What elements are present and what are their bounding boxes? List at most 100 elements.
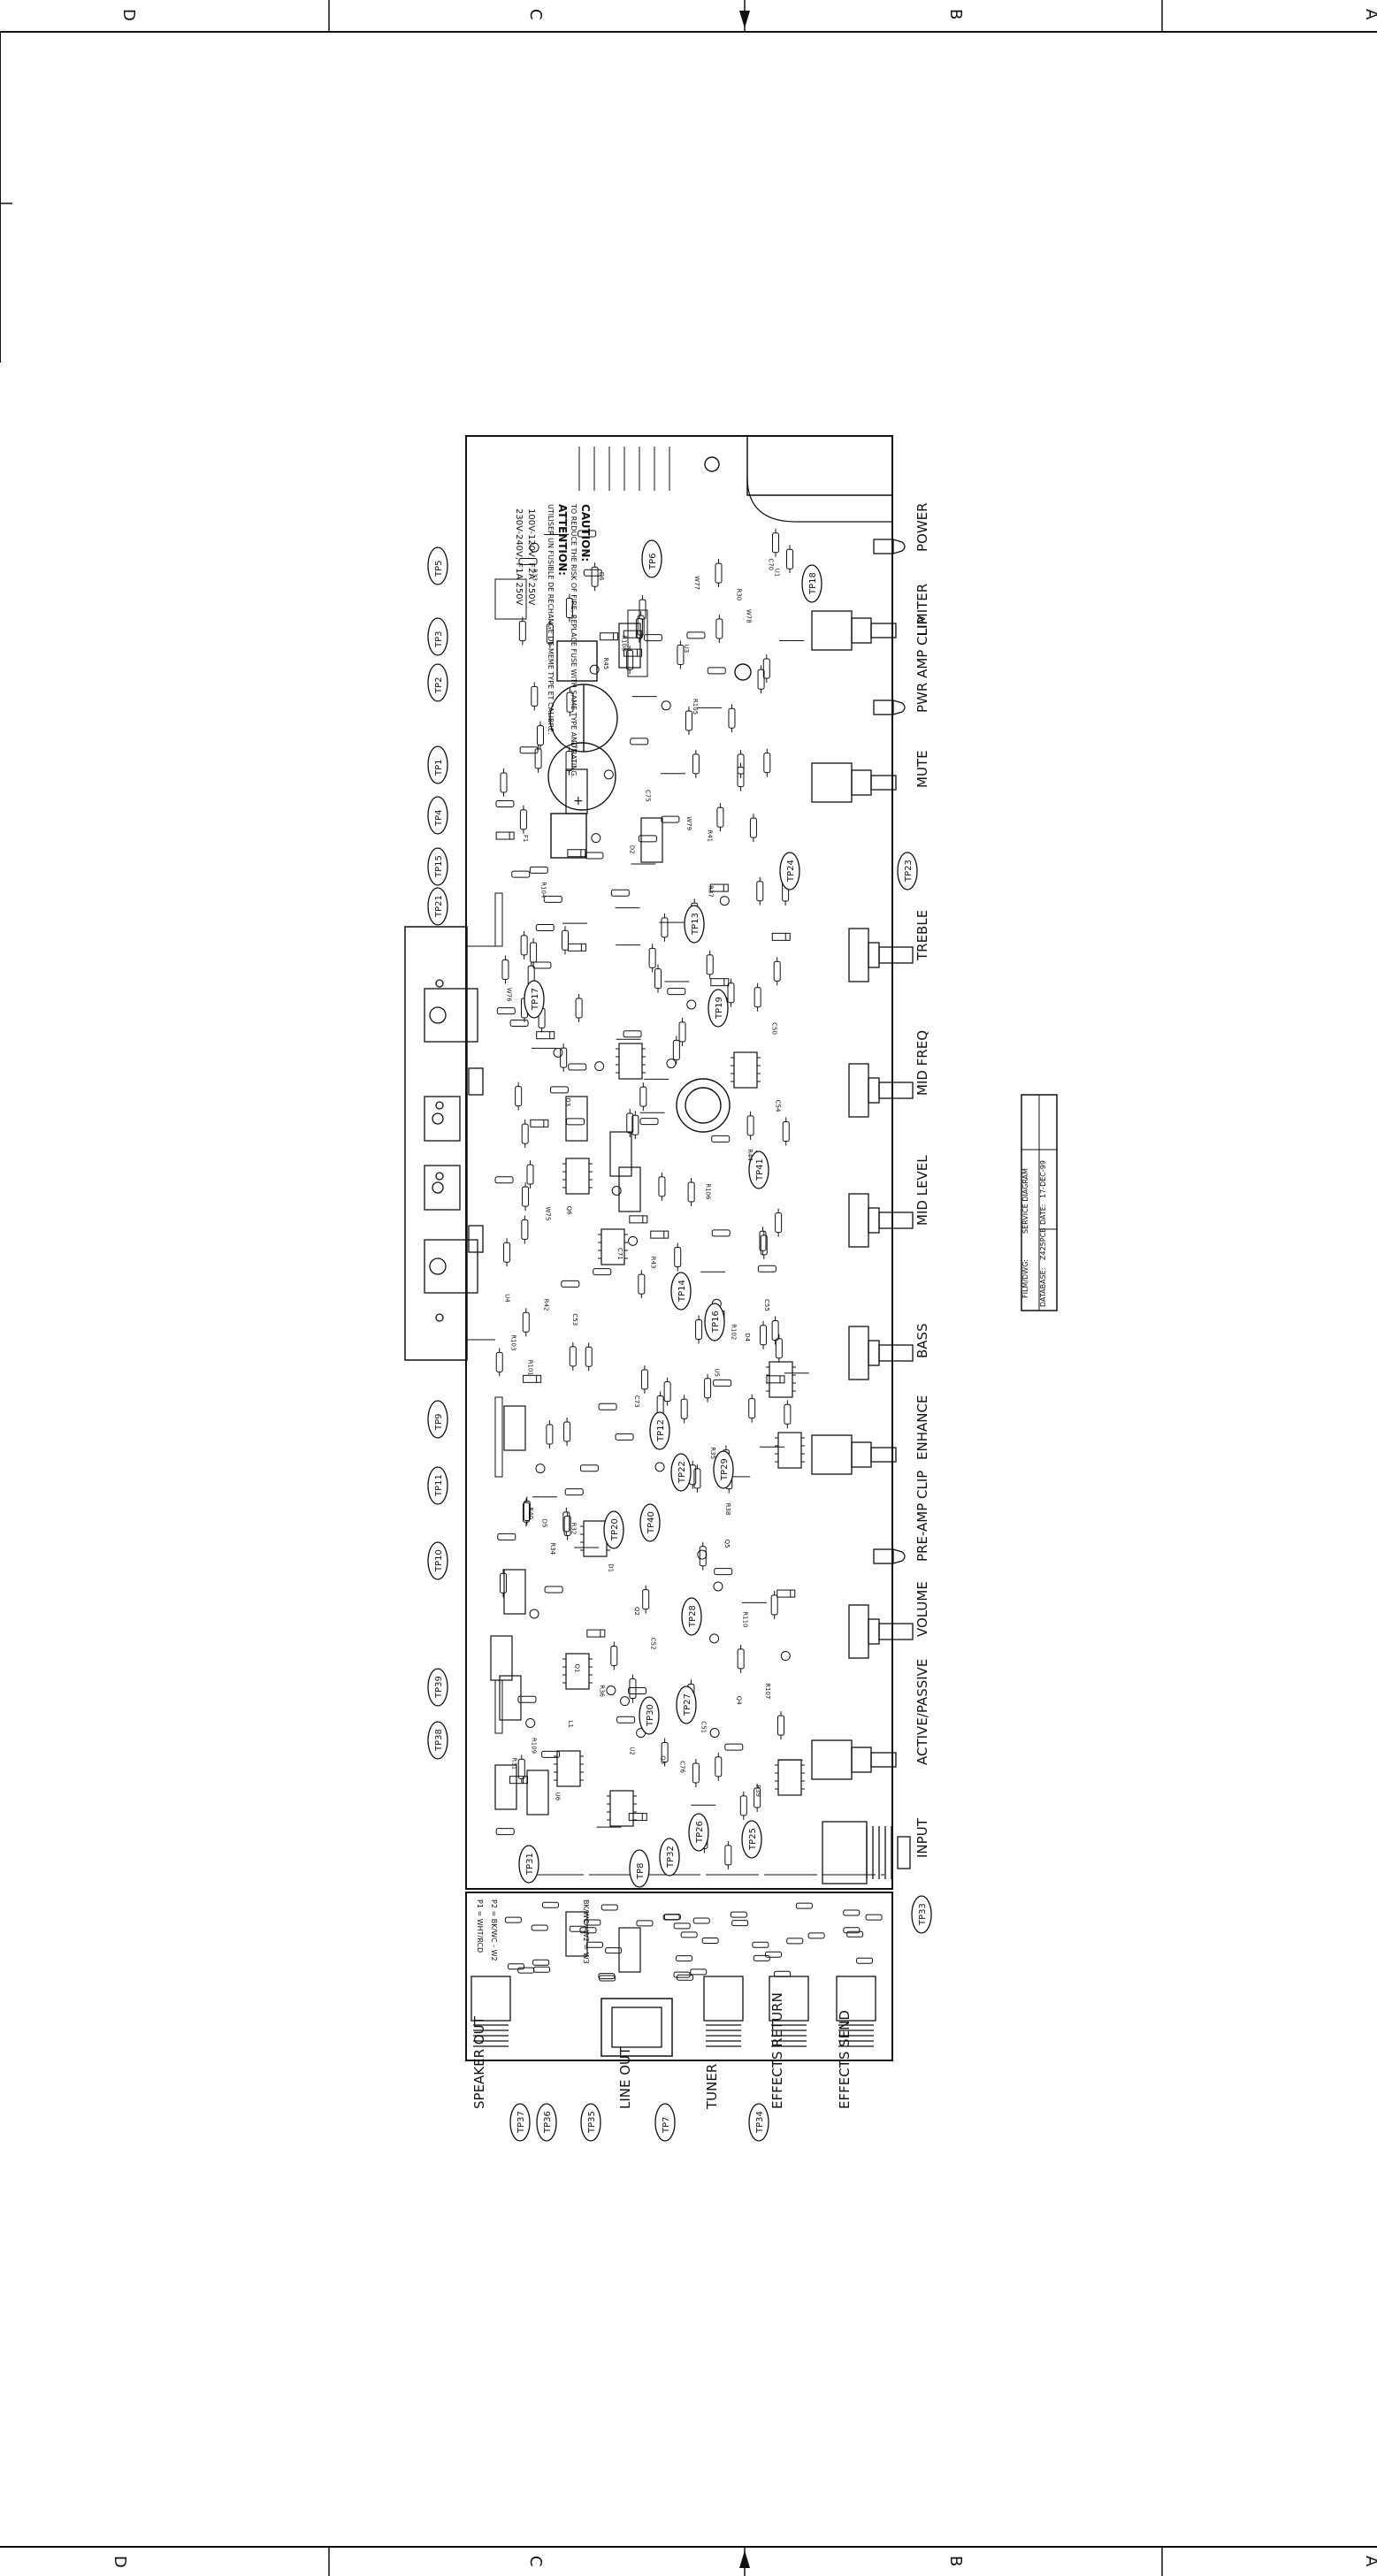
resistor <box>648 947 656 968</box>
resistor <box>795 1902 813 1909</box>
component-ref: Q2 <box>633 1607 640 1616</box>
test-point: TP9 <box>427 1400 448 1439</box>
pot-shaft <box>878 1082 914 1099</box>
resistor <box>678 1021 686 1043</box>
switch-collar <box>851 617 872 644</box>
resistor <box>615 1433 634 1441</box>
wiring-notes: P1 = WHT/RCD P2 = BK/WC - W2 BK/WC - W2 … <box>476 1900 590 1964</box>
component-ref: C72 <box>570 740 578 753</box>
component-ref: R44 <box>746 1149 754 1161</box>
component-ref: U1 <box>773 569 780 577</box>
resistor <box>776 1715 784 1736</box>
pot-body <box>848 928 869 982</box>
test-point: TP7 <box>654 2103 676 2142</box>
resistor <box>535 924 555 932</box>
resistor <box>585 1941 603 1948</box>
component-ref: D2 <box>628 845 635 854</box>
resistor <box>685 710 692 731</box>
ic-package <box>618 1043 643 1080</box>
jack-body <box>769 1976 809 2022</box>
resistor <box>756 881 764 902</box>
attention-text: UTILISER UN FUSIBLE DE RECHANGE DE MEME … <box>547 504 555 735</box>
caution-heading: CAUTION: <box>579 504 592 562</box>
test-point: TP13 <box>684 905 705 944</box>
resistor <box>605 1947 623 1954</box>
test-point: TP34 <box>748 2103 769 2142</box>
resistor <box>515 1086 523 1107</box>
control-label: INPUT <box>914 1817 930 1858</box>
resistor <box>638 835 657 843</box>
resistor <box>695 1319 703 1340</box>
resistor <box>531 1924 548 1931</box>
resistor <box>701 1937 719 1944</box>
resistor <box>518 621 526 642</box>
svg-text:+: + <box>573 794 584 808</box>
resistor <box>658 1176 666 1197</box>
resistor <box>752 1941 769 1948</box>
jack-label: EFFECTS SEND <box>837 2010 853 2109</box>
pot-bushing <box>868 1077 880 1104</box>
capacitor-box <box>490 1635 513 1681</box>
resistor <box>724 1743 744 1751</box>
pot-bushing <box>868 1207 880 1234</box>
resistor <box>692 753 700 775</box>
resistor <box>673 1922 691 1930</box>
attention-heading: ATTENTION: <box>556 504 569 576</box>
control-label: MUTE <box>914 750 930 788</box>
switch-button <box>870 1752 897 1768</box>
resistor <box>599 1975 616 1982</box>
control-label: BASS <box>914 1323 930 1358</box>
svg-text:-: - <box>573 743 578 757</box>
resistor <box>583 569 602 577</box>
small-capacitor <box>606 1685 616 1696</box>
header-strip <box>494 1396 503 1478</box>
svg-text:TP29: TP29 <box>720 1458 730 1481</box>
svg-text:TP36: TP36 <box>543 2111 553 2134</box>
component-ref: R39 <box>754 1785 761 1797</box>
svg-text:TP38: TP38 <box>434 1729 444 1752</box>
resistor <box>520 935 528 956</box>
ic-package <box>777 1759 802 1796</box>
zone-letter-top: D <box>119 9 138 21</box>
resistor <box>507 1963 524 1970</box>
control-label: TREBLE <box>914 910 930 961</box>
jack-label: EFFECTS RETURN <box>769 1992 785 2109</box>
jack-label: TUNER <box>704 2064 720 2110</box>
resistor <box>846 1930 864 1938</box>
component-ref: R42 <box>542 1299 549 1311</box>
test-point: TP11 <box>427 1466 448 1505</box>
svg-text:TP12: TP12 <box>656 1419 666 1442</box>
svg-text:TP24: TP24 <box>786 860 796 883</box>
database-value: Z425PCB <box>1039 1227 1047 1260</box>
component-ref: R107 <box>764 1683 771 1699</box>
resistor <box>598 1973 616 1980</box>
resistor <box>495 1351 503 1372</box>
resistor <box>773 960 781 982</box>
resistor <box>775 1212 783 1234</box>
component-ref: D4 <box>744 1333 751 1342</box>
resistor <box>575 998 583 1019</box>
small-capacitor <box>697 1549 708 1560</box>
resistor <box>786 548 794 569</box>
resistor <box>519 746 539 754</box>
wiring-note: BK/WC - W2 = W3 <box>582 1900 590 1964</box>
date-value: 17-DEC-99 <box>1039 1160 1047 1198</box>
component-ref: R45 <box>602 657 609 669</box>
capacitor-box <box>618 623 641 669</box>
resistor <box>711 1229 731 1237</box>
resistor <box>786 1938 804 1945</box>
resistor <box>500 772 508 793</box>
diode <box>766 1375 785 1384</box>
diode <box>567 943 586 952</box>
ic-package <box>565 1653 590 1690</box>
component-ref: U6 <box>554 1792 561 1801</box>
pot-shaft <box>878 1623 914 1640</box>
small-capacitor <box>719 896 730 906</box>
resistor <box>774 1970 792 1977</box>
test-point: TP8 <box>629 1849 650 1888</box>
svg-text:TP15: TP15 <box>434 855 444 878</box>
svg-text:TP32: TP32 <box>666 1846 676 1869</box>
header-strip <box>494 1679 503 1734</box>
test-points: TP5TP3TP2TP1TP4TP15TP21TP9TP11TP10TP39TP… <box>427 539 932 2142</box>
